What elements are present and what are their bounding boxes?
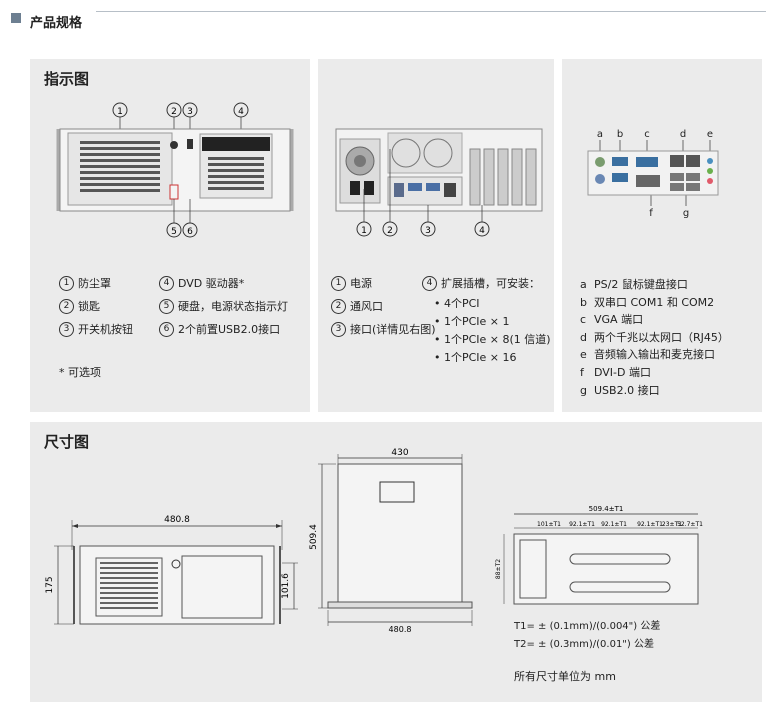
rail-dimension-view: 509.4±T1 101±T1 92.1±T1 92.1±T1 92.1±T1 … xyxy=(495,505,703,605)
tolerance-2: T2= ± (0.3mm)/(0.01") 公差 xyxy=(514,639,654,650)
callout-6: 6 xyxy=(182,199,198,238)
port-letter-a: a xyxy=(597,129,603,140)
svg-text:1: 1 xyxy=(117,107,123,117)
slot-item: • 1个PCIe × 8(1 信道) xyxy=(434,333,551,346)
svg-text:101.6: 101.6 xyxy=(281,573,291,599)
port-letter-b: b xyxy=(617,129,623,140)
svg-text:1: 1 xyxy=(361,226,367,236)
svg-text:92.1±T1: 92.1±T1 xyxy=(637,521,663,528)
svg-text:23±T1: 23±T1 xyxy=(662,521,682,528)
port-letter-d: d xyxy=(680,129,686,140)
svg-text:2: 2 xyxy=(387,226,393,236)
svg-text:4: 4 xyxy=(238,107,244,117)
port-letter-g: g xyxy=(683,208,689,219)
dimensions-panel: 尺寸图 480.8 175 101.6 430 xyxy=(30,422,762,702)
panel-title: 指示图 xyxy=(44,70,90,88)
svg-text:3: 3 xyxy=(187,107,193,117)
svg-text:101±T1: 101±T1 xyxy=(537,521,561,528)
svg-text:430: 430 xyxy=(391,448,408,458)
svg-text:88±T2: 88±T2 xyxy=(495,559,502,579)
svg-text:2: 2 xyxy=(171,107,177,117)
section-marker xyxy=(11,13,21,23)
callout-5: 5 xyxy=(166,199,182,238)
unit-note: 所有尺寸单位为 mm xyxy=(514,670,616,683)
callout-4: 4 xyxy=(474,205,490,237)
svg-text:92.1±T1: 92.1±T1 xyxy=(601,521,627,528)
panel-title: 尺寸图 xyxy=(44,433,90,451)
svg-text:3: 3 xyxy=(425,226,431,236)
dimension-drawings: 480.8 175 101.6 430 509.4 xyxy=(45,448,703,634)
section-header: 产品规格 xyxy=(0,0,776,34)
port-letter-c: c xyxy=(644,129,650,140)
svg-text:4: 4 xyxy=(479,226,485,236)
port-letter-f: f xyxy=(649,208,653,219)
header-divider xyxy=(96,11,766,12)
tolerance-1: T1= ± (0.1mm)/(0.004") 公差 xyxy=(514,621,661,632)
slot-item: • 4个PCI xyxy=(434,297,480,310)
port-letter-e: e xyxy=(707,129,713,140)
svg-text:52.7±T1: 52.7±T1 xyxy=(677,521,703,528)
svg-text:509.4: 509.4 xyxy=(309,524,319,550)
slot-item: • 1个PCIe × 16 xyxy=(434,351,517,364)
svg-text:6: 6 xyxy=(187,227,193,237)
callout-2: 2 xyxy=(382,149,398,237)
top-dimension-view: 430 509.4 480.8 xyxy=(309,448,473,634)
svg-text:509.4±T1: 509.4±T1 xyxy=(589,505,624,513)
callout-1: 1 xyxy=(356,189,372,237)
svg-text:175: 175 xyxy=(45,576,55,593)
front-view-drawing: 1 2 3 4 5 6 xyxy=(56,102,294,238)
callout-3: 3 xyxy=(420,205,436,237)
svg-text:480.8: 480.8 xyxy=(389,625,412,634)
rear-view-drawing: 1 2 3 4 xyxy=(335,128,543,237)
svg-text:480.8: 480.8 xyxy=(164,515,190,525)
section-title: 产品规格 xyxy=(30,16,83,31)
footnote: * 可选项 xyxy=(59,366,101,379)
front-dimension-view: 480.8 175 101.6 xyxy=(45,515,298,625)
slot-item: • 1个PCIe × 1 xyxy=(434,315,510,328)
io-ports-drawing: a b c d e f g xyxy=(587,129,719,219)
svg-text:5: 5 xyxy=(171,227,177,237)
svg-text:92.1±T1: 92.1±T1 xyxy=(569,521,595,528)
